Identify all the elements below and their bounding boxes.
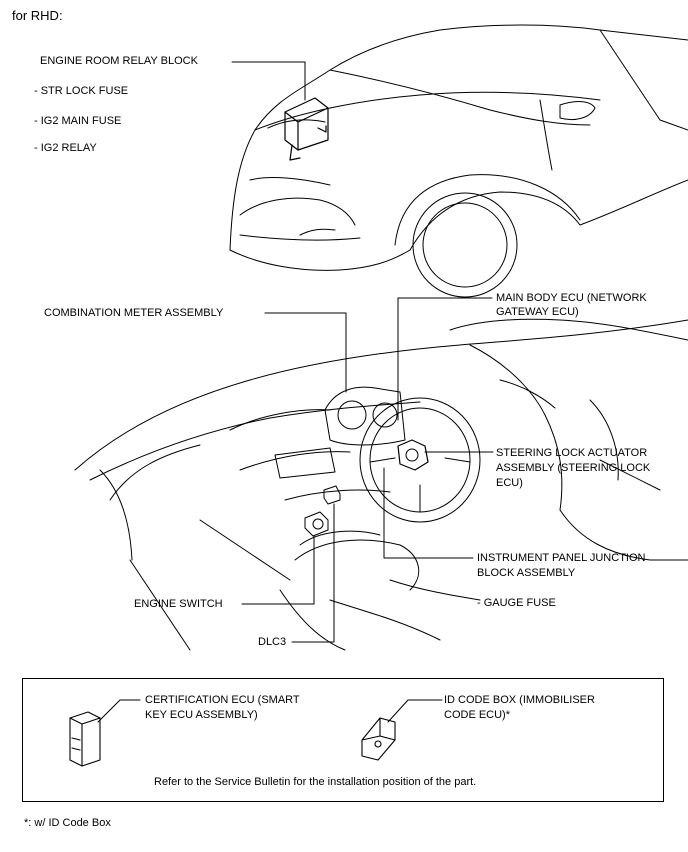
refer-note: Refer to the Service Bulletin for the in… (154, 776, 477, 788)
label-engine-room-relay-block: ENGINE ROOM RELAY BLOCK (40, 55, 198, 67)
meter-cluster (324, 386, 406, 446)
car-front-illustration (229, 24, 688, 298)
leader-dlc3 (291, 503, 335, 643)
label-cert-ecu-line2: KEY ECU ASSEMBLY) (145, 709, 258, 721)
dash-vent (274, 447, 336, 479)
leader-relay-block (231, 61, 306, 101)
leader-cert-ecu (97, 699, 141, 723)
steering-wheel (359, 397, 481, 523)
label-str-lock-fuse: - STR LOCK FUSE (34, 85, 129, 97)
engine-switch-part (304, 511, 329, 537)
label-combination-meter: COMBINATION METER ASSEMBLY (44, 307, 224, 319)
reference-box (22, 678, 664, 802)
label-main-body-ecu-line2: GATEWAY ECU) (496, 306, 579, 318)
label-dlc3: DLC3 (258, 636, 287, 648)
label-id-code-line2: CODE ECU)* (444, 709, 511, 721)
footnote: *: w/ ID Code Box (24, 817, 111, 829)
label-cert-ecu-line1: CERTIFICATION ECU (SMART (145, 694, 300, 706)
id-code-part (361, 717, 396, 761)
label-gauge-fuse: - GAUGE FUSE (477, 597, 556, 609)
steering-lock-part (397, 439, 429, 471)
label-main-body-ecu-line1: MAIN BODY ECU (NETWORK (496, 292, 647, 304)
leader-main-body-ecu (397, 297, 493, 421)
relay-block-part (284, 97, 329, 161)
label-steering-lock-line1: STEERING LOCK ACTUATOR (496, 447, 648, 459)
dlc3-part (323, 485, 341, 505)
label-engine-switch: ENGINE SWITCH (134, 598, 223, 610)
leader-engine-switch (241, 535, 315, 605)
label-ip-junction-line2: BLOCK ASSEMBLY (477, 567, 576, 579)
leader-combination-meter (264, 312, 347, 393)
leader-ip-junction (383, 467, 474, 559)
label-steering-lock-line3: ECU) (496, 477, 523, 489)
label-ig2-relay: - IG2 RELAY (34, 142, 97, 154)
leader-id-code (387, 699, 443, 723)
label-steering-lock-line2: ASSEMBLY (STEERING LOCK (496, 462, 651, 474)
cert-ecu-part (69, 711, 101, 767)
interior-illustration (74, 318, 688, 651)
page-header: for RHD: (12, 8, 63, 23)
label-id-code-line1: ID CODE BOX (IMMOBILISER (444, 694, 595, 706)
label-ig2-main-fuse: - IG2 MAIN FUSE (34, 115, 122, 127)
label-ip-junction-line1: INSTRUMENT PANEL JUNCTION (477, 552, 646, 564)
